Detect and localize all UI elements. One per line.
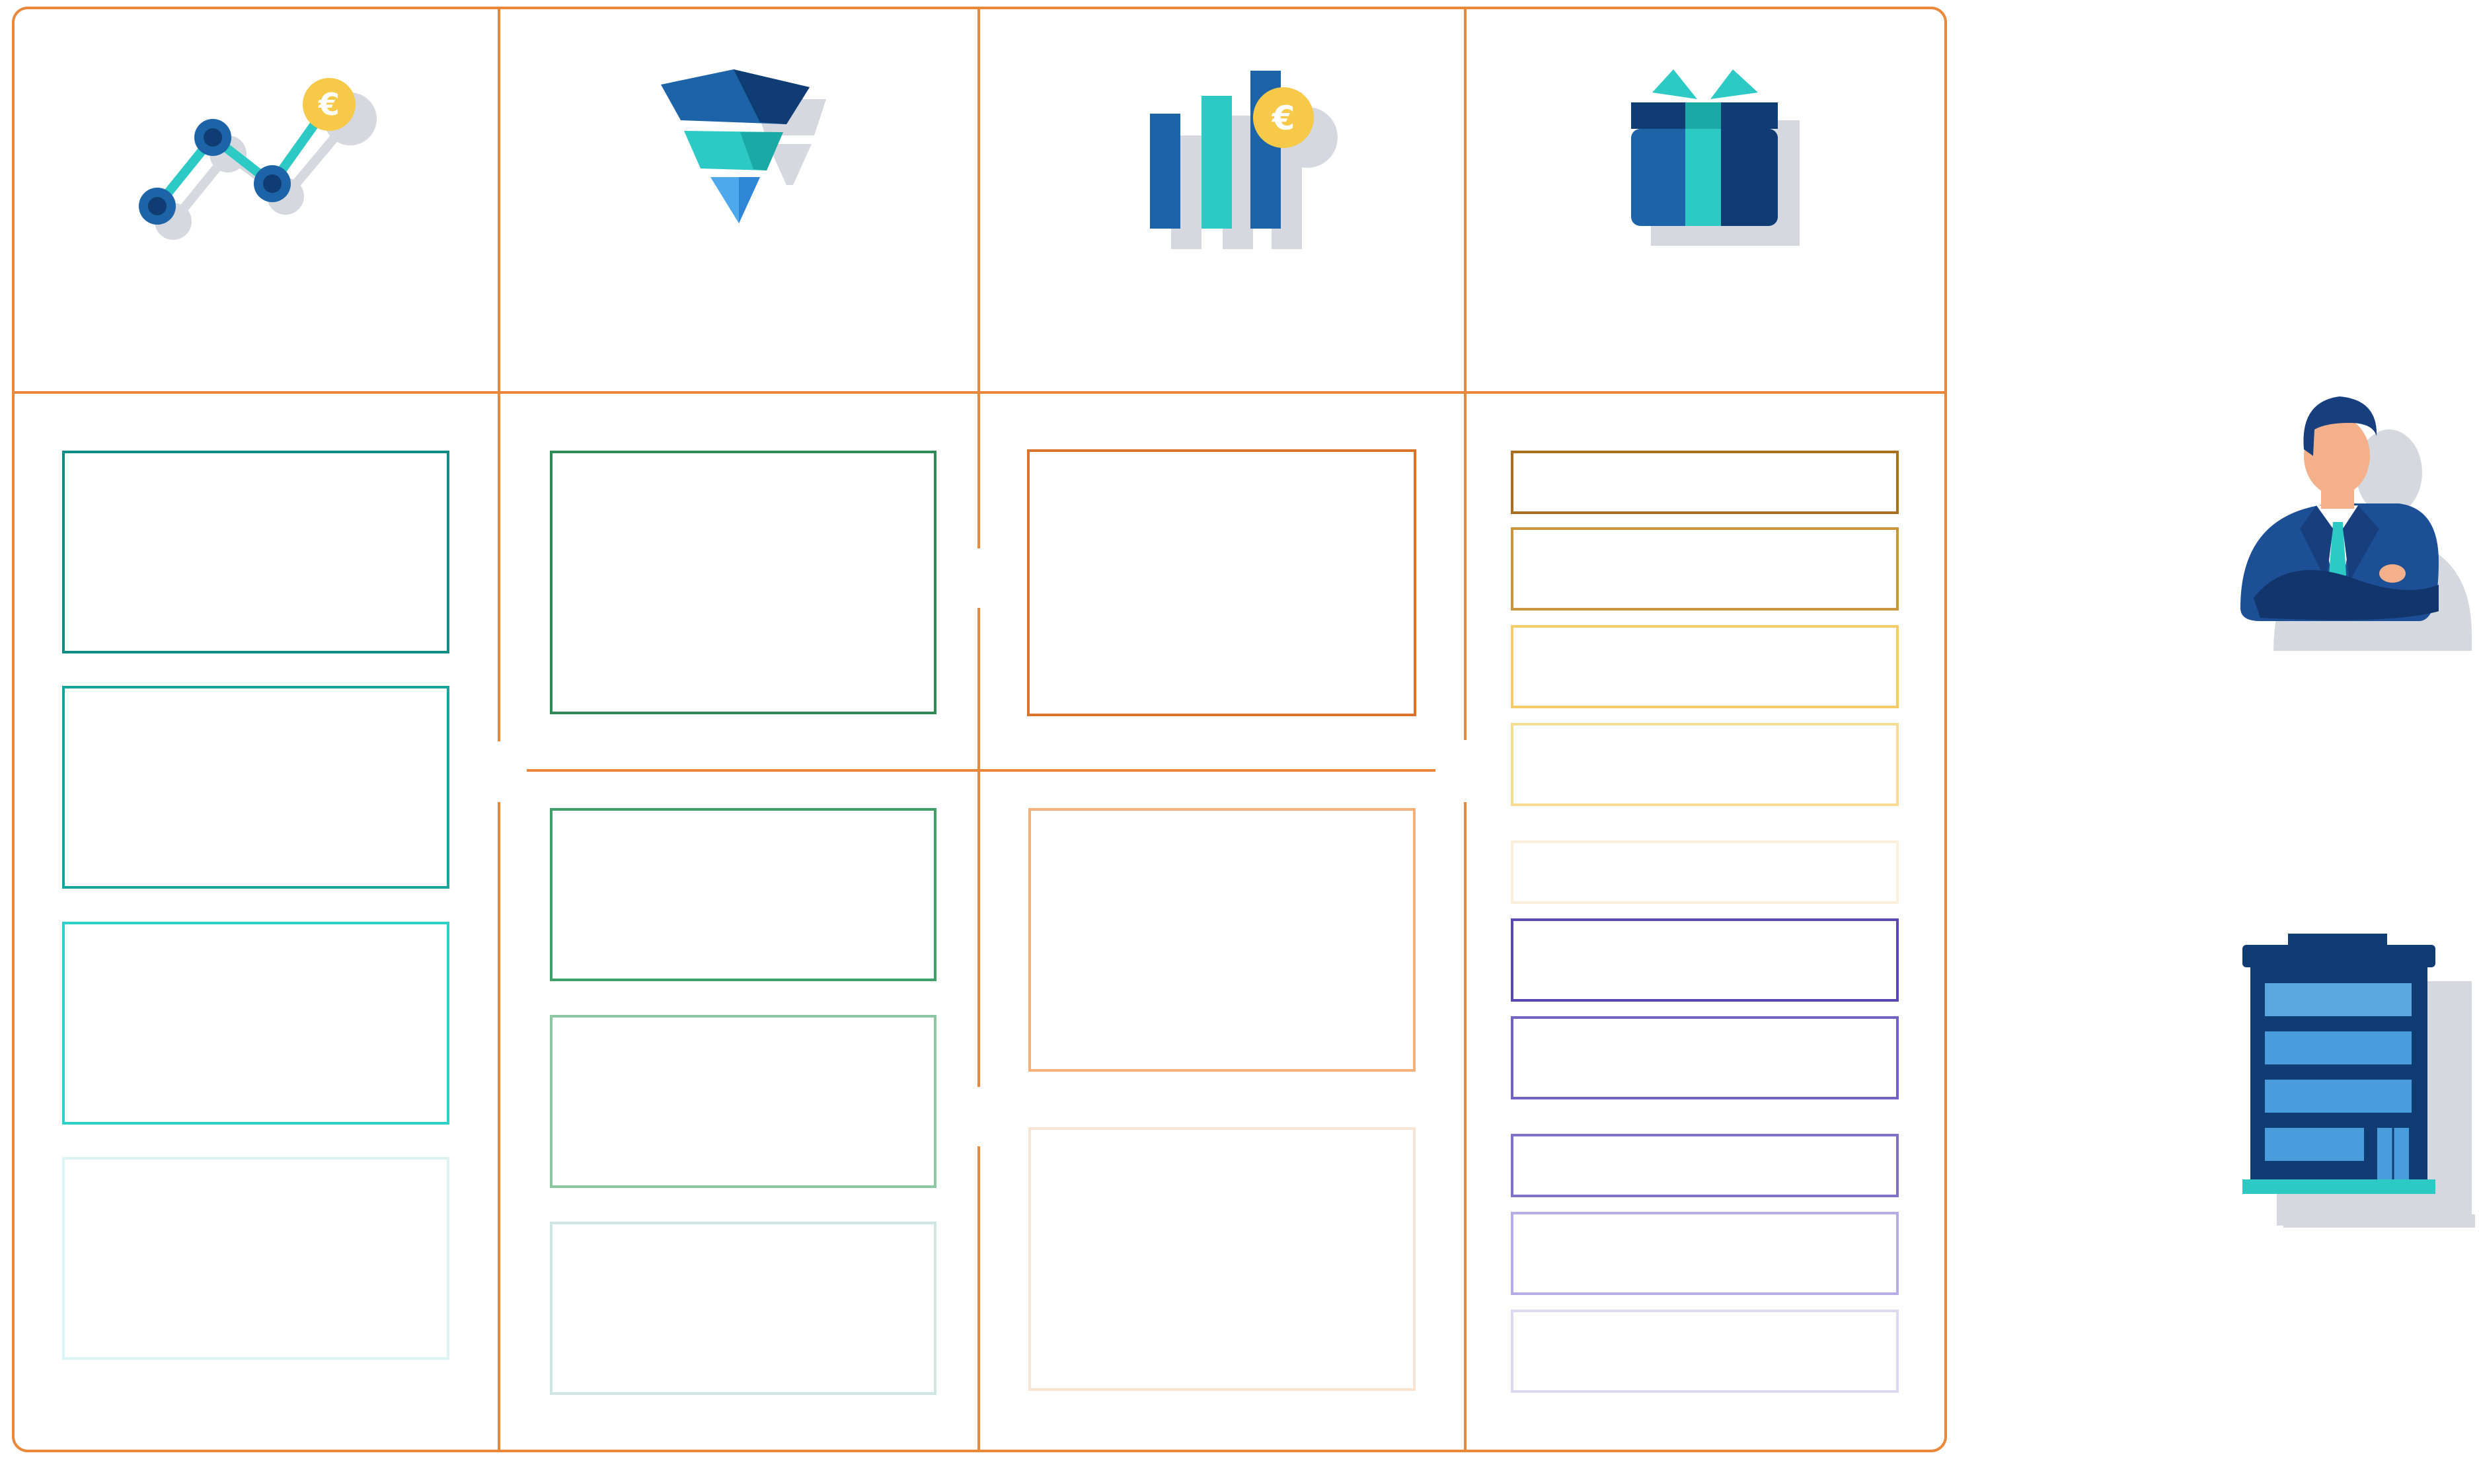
- funnel-box-4: [550, 1222, 936, 1395]
- offer-box-4: [1511, 723, 1899, 806]
- office-building-icon: [2242, 934, 2475, 1228]
- growth-box-1: [62, 451, 449, 653]
- growth-box-4: [62, 1157, 449, 1360]
- offer-box-5: [1511, 840, 1899, 904]
- gift-box-icon: [1631, 69, 1800, 246]
- offer-box-2: [1511, 527, 1899, 611]
- offer-box-9: [1511, 1212, 1899, 1295]
- revenue-box-2: [1028, 808, 1416, 1072]
- line-chart-euro-icon: €: [139, 78, 377, 240]
- funnel-icon: [661, 69, 826, 223]
- offer-box-1: [1511, 451, 1899, 514]
- offer-box-10: [1511, 1310, 1899, 1393]
- growth-box-2: [62, 686, 449, 889]
- funnel-box-3: [550, 1015, 936, 1188]
- revenue-box-1: [1027, 449, 1416, 716]
- offer-box-7: [1511, 1016, 1899, 1099]
- funnel-box-2: [550, 808, 936, 981]
- growth-box-3: [62, 922, 449, 1125]
- revenue-box-3: [1028, 1127, 1416, 1391]
- offer-box-8: [1511, 1134, 1899, 1197]
- funnel-box-1: [550, 451, 936, 714]
- svg-text:€: €: [318, 87, 340, 122]
- offer-box-3: [1511, 625, 1899, 708]
- bar-chart-euro-icon: €: [1150, 71, 1338, 249]
- offer-box-6: [1511, 918, 1899, 1002]
- svg-text:€: €: [1272, 99, 1295, 137]
- businessman-icon: [2240, 396, 2472, 651]
